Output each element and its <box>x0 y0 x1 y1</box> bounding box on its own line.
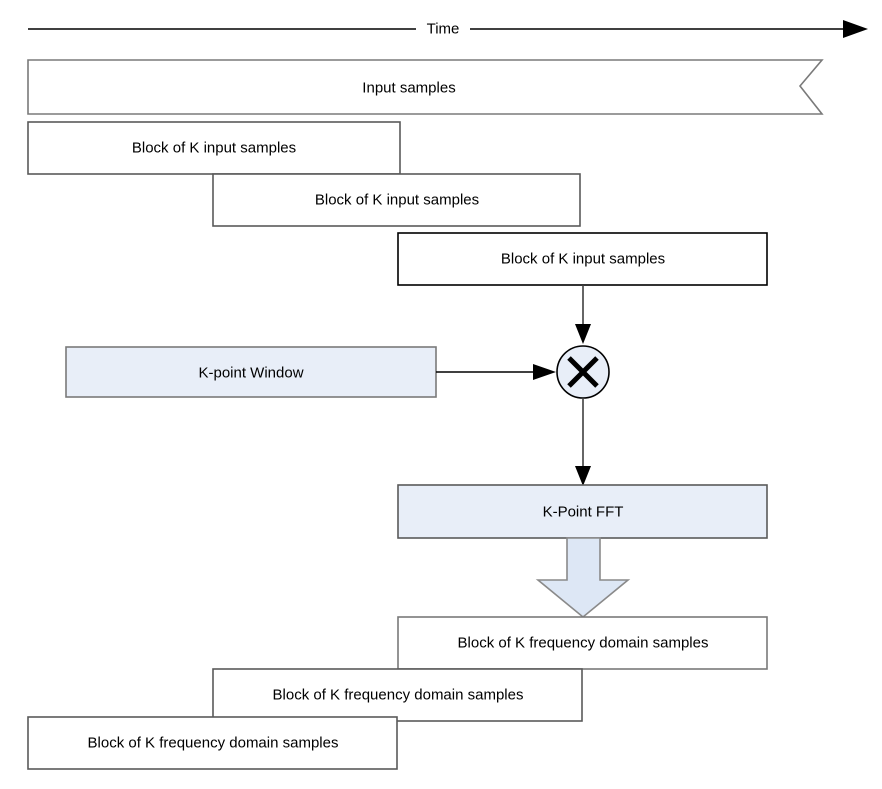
input-block-2-shape <box>212 173 581 227</box>
output-block-3-shape <box>27 716 398 770</box>
time-arrowhead-icon <box>843 20 868 38</box>
arrow-window-to-multiplier <box>436 364 556 380</box>
fft-box-shape <box>397 484 768 539</box>
arrow-block3-to-multiplier <box>575 285 591 344</box>
multiply-icon-stroke-b <box>567 356 599 388</box>
output-block-1-shape <box>397 616 768 670</box>
input-block-3-shape <box>397 232 768 286</box>
block-arrow-fft-to-output <box>535 537 631 619</box>
input-samples-banner <box>27 59 824 115</box>
time-axis <box>28 20 868 38</box>
multiplier-node[interactable] <box>556 345 610 399</box>
arrow-multiplier-to-fft <box>575 398 591 486</box>
window-box-shape <box>65 346 437 398</box>
input-block-1-shape <box>27 121 401 175</box>
output-block-2-shape <box>212 668 583 722</box>
